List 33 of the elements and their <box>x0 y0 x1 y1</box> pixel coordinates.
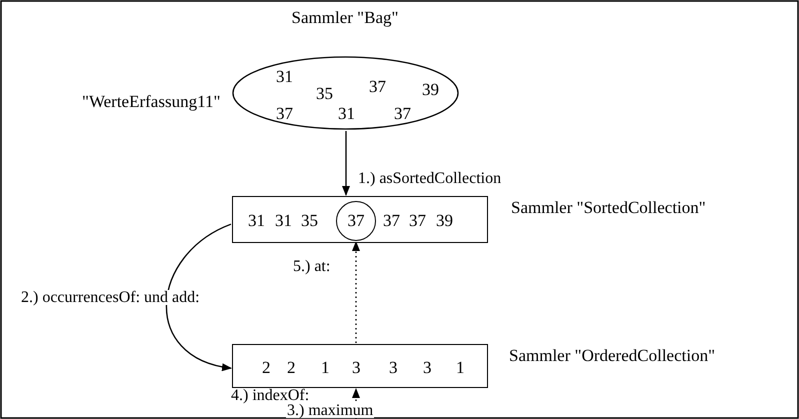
number-label: 39 <box>422 81 439 99</box>
number-label: 2 <box>262 359 270 377</box>
number-label: 31 <box>248 212 265 230</box>
number-label: 31 <box>276 68 293 86</box>
circled-number: 37 <box>336 201 376 241</box>
number-label: 2 <box>287 359 296 377</box>
number-label: 35 <box>301 212 318 230</box>
edge-label: 2.) occurrencesOf: und add: <box>20 290 201 305</box>
number-label: 1 <box>321 359 330 377</box>
number-label: 31 <box>338 105 355 123</box>
edge-label: 3.) maximum <box>286 403 374 418</box>
collection-title: Sammler "Bag" <box>292 9 398 27</box>
number-label: 37 <box>409 212 426 230</box>
arrow <box>352 241 360 343</box>
arrow <box>342 131 350 196</box>
number-label: 37 <box>369 78 386 96</box>
collection-name: Sammler "OrderedCollection" <box>509 347 716 365</box>
number-label: 39 <box>436 212 453 230</box>
collection-name: "WerteErfassung11" <box>82 93 220 111</box>
number-label: 37 <box>383 212 400 230</box>
number-label: 37 <box>394 105 411 123</box>
number-label: 31 <box>275 212 292 230</box>
collection-name: Sammler "SortedCollection" <box>511 199 706 217</box>
number-label: 3 <box>389 359 398 377</box>
edge-label: 1.) asSortedCollection <box>357 171 502 186</box>
step-label: 4.) indexOf: <box>230 388 310 403</box>
number-label: 3 <box>352 359 360 377</box>
number-label: 37 <box>276 105 293 123</box>
number-label: 35 <box>316 85 333 103</box>
arrow <box>166 224 232 370</box>
number-label: 1 <box>456 359 464 377</box>
number-label: 3 <box>423 359 432 377</box>
edge-label: 5.) at: <box>292 259 332 274</box>
